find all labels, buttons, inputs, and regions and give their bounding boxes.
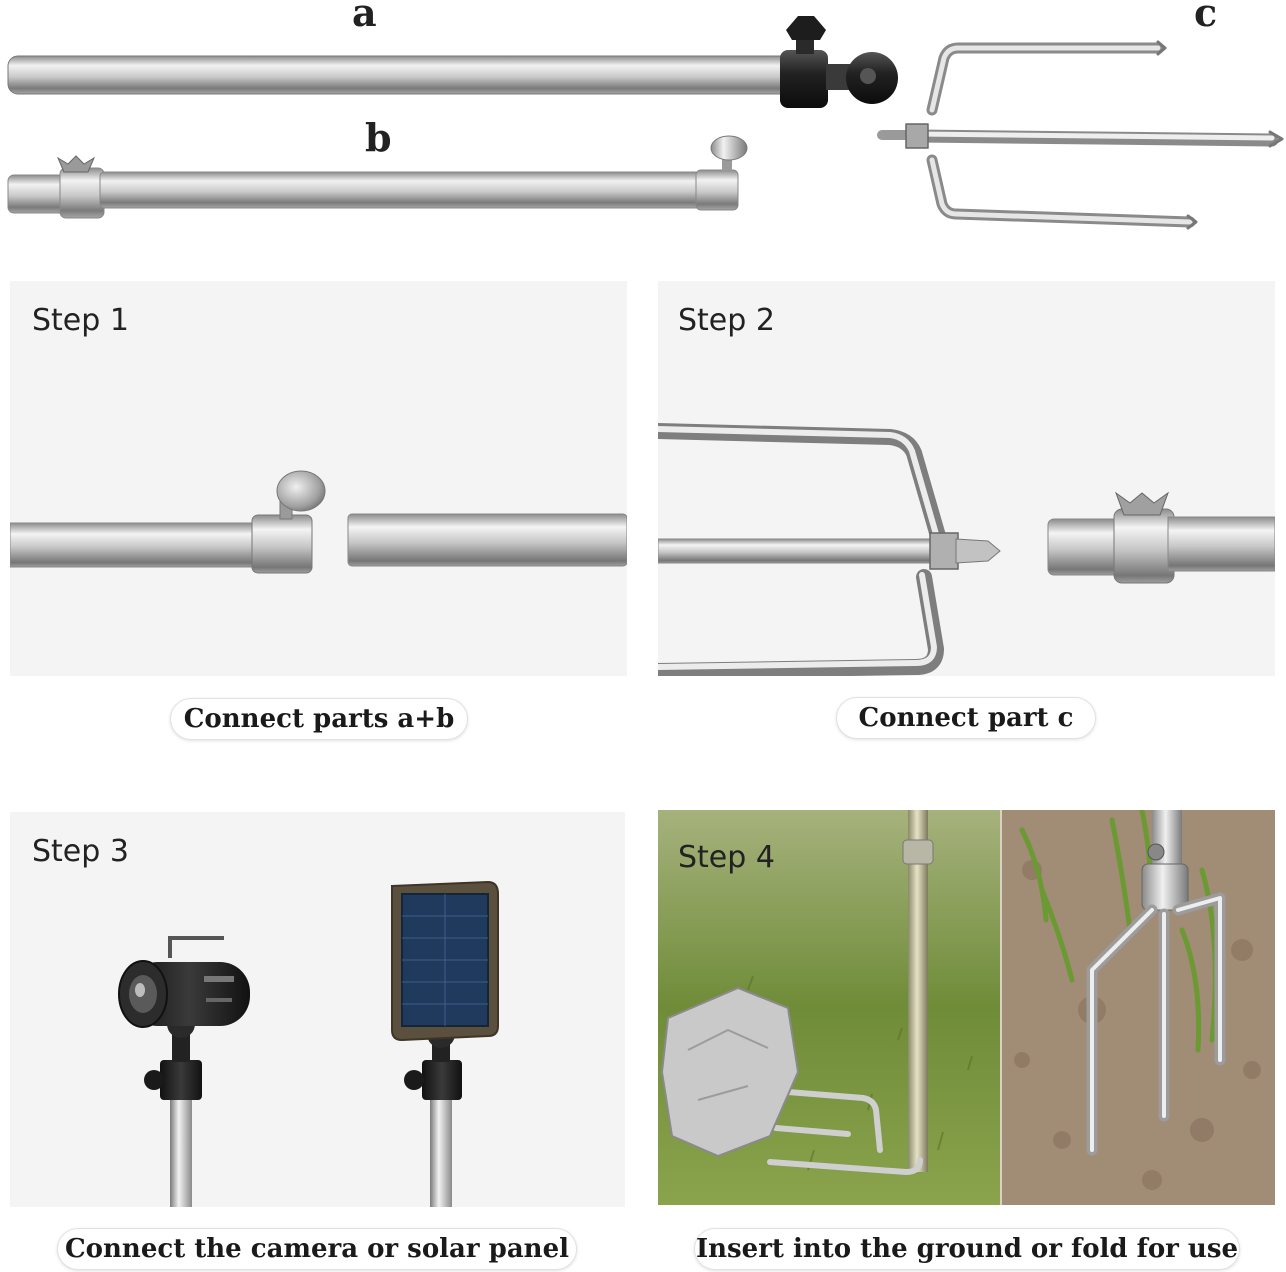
part-b-rod <box>7 135 748 219</box>
step-3-illustration <box>118 880 499 1207</box>
step-2-illustration <box>658 423 1275 676</box>
part-a-rod <box>7 16 898 108</box>
solar-panel-mount <box>391 880 499 1207</box>
soil-photo <box>1002 810 1275 1205</box>
step-3-title: Step 3 <box>32 834 129 869</box>
step-4-caption: Insert into the ground or fold for use <box>694 1228 1240 1270</box>
parts-illustration <box>7 16 1284 230</box>
step-3-panel: Step 3 <box>10 812 625 1207</box>
part-c-fork <box>877 40 1284 230</box>
step-2-title: Step 2 <box>678 303 775 338</box>
step-4-panel: Step 4 <box>658 810 1275 1205</box>
step-1-illustration <box>10 470 627 574</box>
step-1-caption: Connect parts a+b <box>170 698 468 740</box>
camera-mount <box>118 936 250 1207</box>
grass-photo <box>658 810 1000 1205</box>
step-1-title: Step 1 <box>32 303 129 338</box>
step-1-panel: Step 1 <box>10 281 627 676</box>
step-3-caption: Connect the camera or solar panel <box>57 1228 577 1270</box>
step-2-caption: Connect part c <box>836 697 1096 739</box>
part-c-label: c <box>1194 0 1218 35</box>
part-b-label: b <box>365 115 392 160</box>
step-4-title: Step 4 <box>678 840 775 875</box>
step-2-panel: Step 2 <box>658 281 1275 676</box>
part-a-label: a <box>352 0 377 35</box>
